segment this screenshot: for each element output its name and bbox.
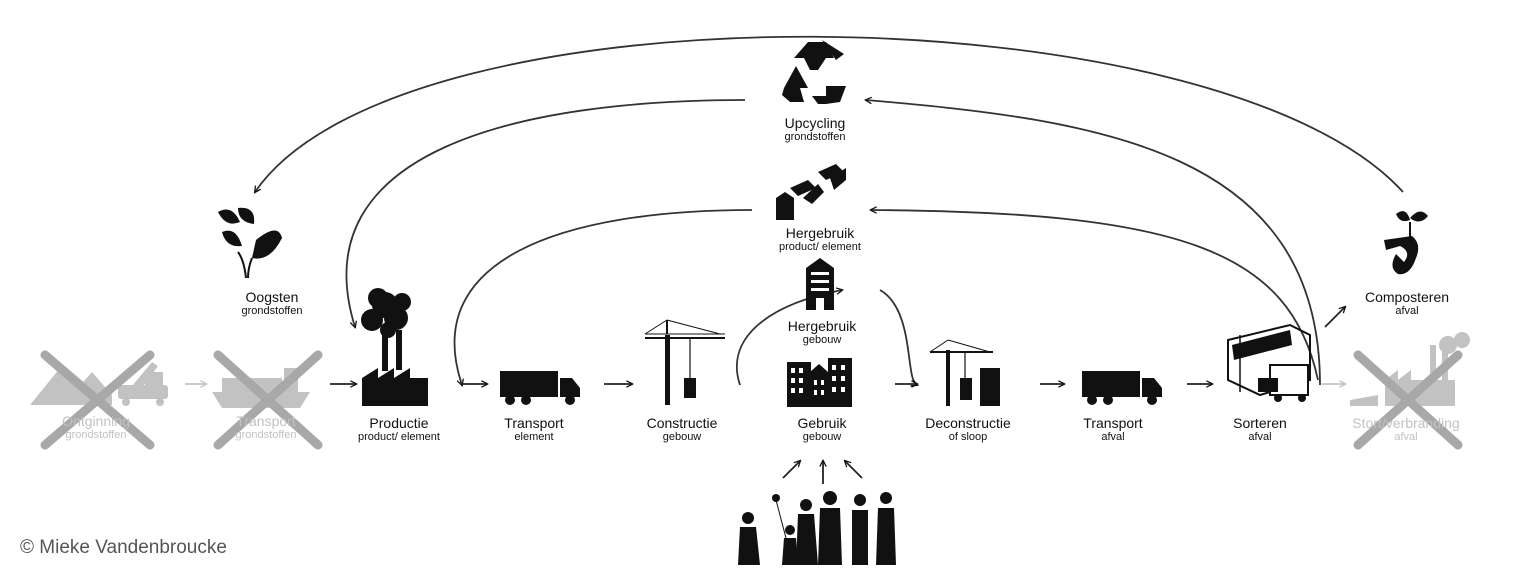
stage-subtitle: gebouw [802,431,842,444]
crane-icon [644,319,725,405]
cross-ontginning [40,350,155,450]
loop-title: Hergebruik [787,318,857,334]
stage-subtitle: afval [1101,431,1125,444]
arc-upcycling-to-productie [345,99,746,327]
arc-top-to-oogsten [255,35,1404,192]
stage-constructie: Constructie gebouw [647,415,718,444]
arrow-sorteren-to-composteren [1324,307,1345,328]
loop-subtitle: grondstoffen [241,305,303,318]
arc-hergebruik-gebouw-to-deconstructie [879,289,917,385]
loop-title: Composteren [1364,289,1450,305]
stage-subtitle: afval [1394,431,1418,444]
cross-transport-grondstoffen [213,350,323,450]
loop-title: Oogsten [245,289,299,305]
loop-oogsten: Oogsten grondstoffen [242,289,303,318]
buildings-windows [791,365,845,395]
stage-subtitle: of sloop [948,431,988,444]
stage-title: Productie [369,415,429,431]
stage-title: Transport [1083,415,1143,431]
stage-title: Sorteren [1233,415,1287,431]
arrow-users-right [845,461,863,479]
stage-subtitle: grondstoffen [235,429,297,442]
stage-title: Ontginning [62,413,130,429]
loop-title: Hergebruik [785,225,855,241]
building-icon [806,258,834,310]
stage-sorteren: Sorteren afval [1233,415,1287,444]
people-icon [738,491,896,565]
stage-title: Transport [504,415,564,431]
stage-transport-afval: Transport afval [1083,415,1142,444]
building-windows [811,272,829,310]
stage-subtitle: afval [1248,431,1272,444]
arrow-users-left [782,461,800,479]
stage-title: Deconstructie [925,415,1011,431]
loop-subtitle: grondstoffen [784,131,846,144]
recycle-icon [782,40,846,104]
stage-title: Constructie [646,415,718,431]
stage-transport-grondstoffen: Transport grondstoffen [236,413,297,442]
stage-gebruik: Gebruik gebouw [797,415,846,444]
crane-icon [929,339,1000,406]
copyright-credit: © Mieke Vandenbroucke [20,537,227,558]
leaves-icon [218,207,282,279]
stage-subtitle: gebouw [662,431,702,444]
sorting-facility-icon [1227,323,1311,402]
arc-hergebruik-to-transport [453,209,753,385]
loop-upcycling: Upcycling grondstoffen [785,115,846,144]
loop-subtitle: afval [1395,305,1419,318]
cross-stortverbranding [1353,350,1463,450]
stage-title: Stort/verbranding [1352,415,1460,431]
arc-sorteren-to-upcycling [866,100,1321,386]
stage-ontginning: Ontginning grondstoffen [62,413,130,442]
loop-composteren: Composteren afval [1365,289,1449,318]
factory-icon [361,288,428,406]
stage-subtitle: product/ element [358,431,440,444]
stage-deconstructie: Deconstructie of sloop [925,415,1011,444]
sprout-icon [1384,211,1428,275]
stage-title: Transport [236,413,296,429]
stage-transport-element: Transport element [504,415,563,444]
stage-title: Gebruik [797,415,847,431]
loop-subtitle: product/ element [779,241,861,254]
loop-hergebruik-product: Hergebruik product/ element [779,225,861,254]
truck-icon [500,371,580,405]
loop-subtitle: gebouw [802,334,842,347]
stage-subtitle: grondstoffen [65,429,127,442]
stage-stortverbranding: Stort/verbranding afval [1352,415,1459,444]
stage-subtitle: element [514,431,554,444]
truck-icon [1082,371,1162,405]
stage-productie: Productie product/ element [358,415,440,444]
loop-hergebruik-gebouw: Hergebruik gebouw [788,318,856,347]
loop-title: Upcycling [784,115,846,131]
reuse-elements-icon [776,164,846,220]
